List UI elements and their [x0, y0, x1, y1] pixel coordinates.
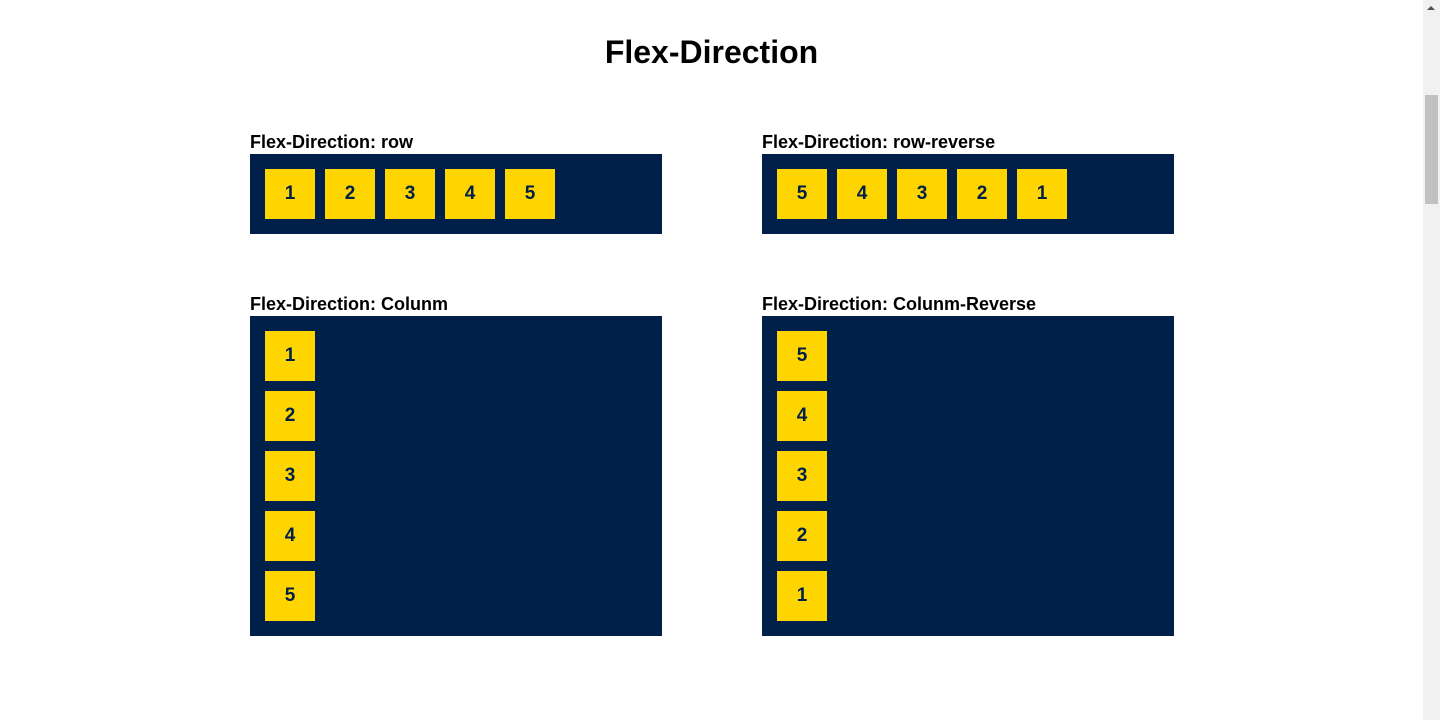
section-row: Flex-Direction: row 1 2 3 4 5	[250, 132, 662, 234]
flex-item: 4	[777, 391, 827, 441]
section-row-reverse: Flex-Direction: row-reverse 1 2 3 4 5	[762, 132, 1174, 234]
section-column-reverse: Flex-Direction: Colunm-Reverse 1 2 3 4 5	[762, 294, 1174, 636]
section-label: Flex-Direction: Colunm	[250, 294, 449, 314]
flex-item: 1	[777, 571, 827, 621]
flex-container-column: 1 2 3 4 5	[250, 316, 662, 636]
flex-item: 4	[837, 169, 887, 219]
section-label: Flex-Direction: Colunm-Reverse	[762, 294, 1037, 314]
flex-item: 2	[265, 391, 315, 441]
flex-item: 4	[265, 511, 315, 561]
section-column: Flex-Direction: Colunm 1 2 3 4 5	[250, 294, 662, 636]
flex-item: 3	[265, 451, 315, 501]
flex-container-row: 1 2 3 4 5	[250, 154, 662, 234]
flex-item: 5	[505, 169, 555, 219]
section-label: Flex-Direction: row-reverse	[762, 132, 996, 152]
section-label: Flex-Direction: row	[250, 132, 414, 152]
flex-item: 5	[777, 169, 827, 219]
flex-item: 3	[777, 451, 827, 501]
flex-item: 5	[265, 571, 315, 621]
scroll-up-arrow-icon[interactable]	[1427, 6, 1435, 10]
flex-item: 1	[265, 169, 315, 219]
flex-item: 1	[1017, 169, 1067, 219]
flex-container-row-reverse: 1 2 3 4 5	[762, 154, 1174, 234]
flex-container-column-reverse: 1 2 3 4 5	[762, 316, 1174, 636]
flex-item: 3	[897, 169, 947, 219]
flex-item: 3	[385, 169, 435, 219]
page-title: Flex-Direction	[604, 34, 819, 70]
vertical-scrollbar[interactable]	[1423, 0, 1440, 720]
flex-item: 2	[957, 169, 1007, 219]
flex-item: 2	[325, 169, 375, 219]
scrollbar-thumb[interactable]	[1425, 95, 1438, 204]
flex-item: 4	[445, 169, 495, 219]
flex-item: 1	[265, 331, 315, 381]
flex-item: 5	[777, 331, 827, 381]
flex-item: 2	[777, 511, 827, 561]
